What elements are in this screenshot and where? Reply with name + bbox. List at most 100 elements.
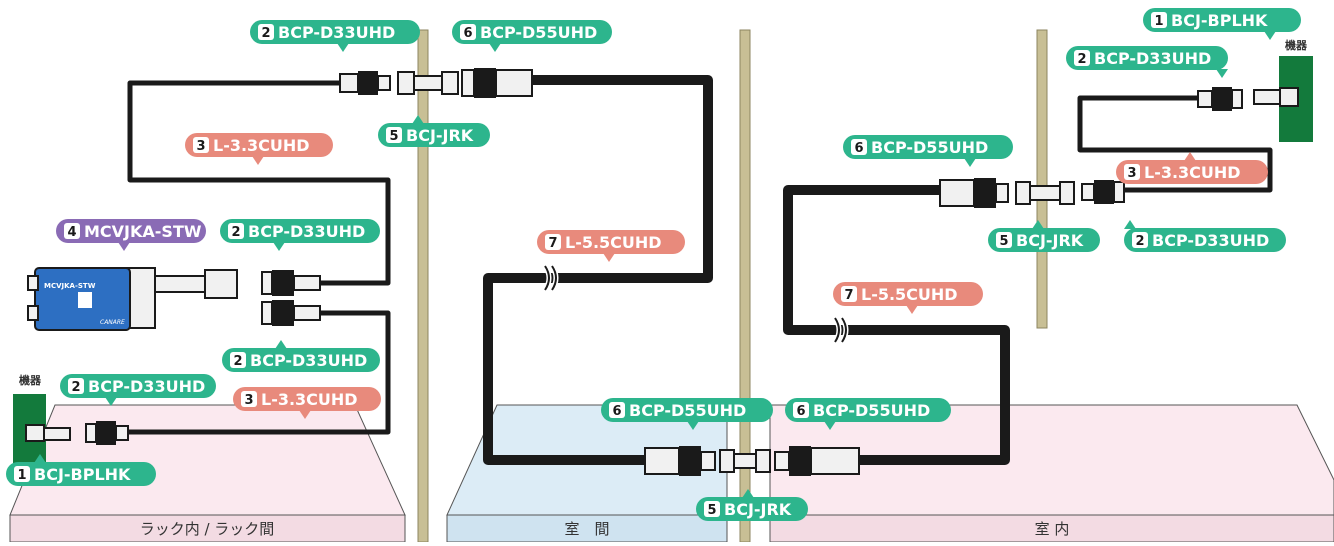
connector-right-d33-top bbox=[1197, 87, 1243, 111]
wall-inside bbox=[1036, 29, 1048, 329]
label-pointer bbox=[489, 43, 501, 52]
label-pill bbox=[185, 133, 333, 157]
label-number: 6 bbox=[463, 26, 472, 41]
label-number-badge bbox=[258, 24, 274, 40]
label-part-name: BCP-D33UHD bbox=[88, 377, 205, 396]
label-pill bbox=[1124, 228, 1286, 252]
label-left-l33-top: 3 L-3.3CUHD bbox=[185, 133, 333, 165]
label-part-name: BCP-D33UHD bbox=[1094, 49, 1211, 68]
label-part-name: L-5.5CUHD bbox=[861, 285, 958, 304]
label-left-l33-low: 3 L-3.3CUHD bbox=[233, 387, 381, 419]
converter-bnc-left-top bbox=[27, 275, 39, 291]
label-part-name: L-3.3CUHD bbox=[213, 136, 310, 155]
label-pointer bbox=[299, 410, 311, 419]
label-number: 5 bbox=[389, 129, 398, 144]
label-number: 3 bbox=[244, 393, 253, 408]
label-pointer bbox=[273, 242, 285, 251]
label-pill bbox=[1116, 160, 1268, 184]
label-pointer bbox=[252, 156, 264, 165]
label-number: 3 bbox=[196, 139, 205, 154]
zone-rack-box bbox=[9, 514, 406, 543]
label-number: 2 bbox=[1135, 234, 1144, 249]
label-number-badge bbox=[1132, 232, 1148, 248]
label-pill bbox=[843, 135, 1013, 159]
label-pointer bbox=[906, 305, 918, 314]
label-part-name: BCP-D55UHD bbox=[629, 401, 746, 420]
connector-top-d55 bbox=[461, 68, 533, 98]
label-pointer bbox=[964, 158, 976, 167]
break-mark-mid-line bbox=[544, 265, 557, 291]
label-part-name: BCJ-JRK bbox=[406, 126, 474, 145]
label-pill bbox=[601, 398, 773, 422]
label-part-name: BCJ-JRK bbox=[724, 500, 792, 519]
connector-bot-d55-left bbox=[644, 446, 716, 476]
cable-l55-mid bbox=[483, 75, 713, 465]
label-number-badge bbox=[228, 223, 244, 239]
label-number-badge bbox=[460, 24, 476, 40]
label-pill bbox=[452, 20, 612, 44]
converter-bnc-left-bot bbox=[27, 305, 39, 321]
label-part-name: BCP-D33UHD bbox=[278, 23, 395, 42]
label-pill bbox=[537, 230, 685, 254]
label-pointer bbox=[687, 421, 699, 430]
label-number: 4 bbox=[67, 225, 76, 240]
label-number: 1 bbox=[17, 468, 26, 483]
label-pointer bbox=[34, 454, 46, 463]
label-pointer bbox=[1032, 220, 1044, 229]
label-pill bbox=[222, 348, 380, 372]
label-right-d33-low: 2 BCP-D33UHD bbox=[1124, 220, 1286, 252]
connector-right-jrk bbox=[1015, 181, 1075, 205]
label-number: 2 bbox=[233, 354, 242, 369]
converter-brand: CANARE bbox=[100, 319, 125, 326]
label-number: 6 bbox=[612, 404, 621, 419]
label-number: 6 bbox=[854, 141, 863, 156]
label-pointer bbox=[1184, 152, 1196, 161]
connector-right-d55 bbox=[939, 178, 1009, 208]
device-left-label: 機器 bbox=[19, 373, 42, 387]
label-pill bbox=[1066, 46, 1228, 70]
label-bot-jrk: 5 BCJ-JRK bbox=[696, 489, 808, 521]
connector-left-d33-low bbox=[261, 300, 321, 326]
connector-left-d33-mid bbox=[261, 270, 321, 296]
connector-top-jrk bbox=[397, 71, 459, 95]
label-number-badge bbox=[793, 402, 809, 418]
label-pill bbox=[1143, 8, 1301, 32]
converter-window bbox=[78, 292, 92, 308]
converter-connector-end bbox=[204, 269, 238, 299]
label-part-name: L-3.3CUHD bbox=[261, 390, 358, 409]
label-pill bbox=[60, 374, 216, 398]
label-pill bbox=[56, 219, 206, 243]
connector-bot-d55-right bbox=[774, 446, 860, 476]
cables bbox=[122, 75, 1273, 465]
label-pill bbox=[988, 228, 1100, 252]
label-part-name: BCP-D33UHD bbox=[1152, 231, 1269, 250]
label-part-name: BCJ-BPLHK bbox=[1171, 11, 1268, 30]
label-pill bbox=[6, 462, 156, 486]
label-number-badge bbox=[68, 378, 84, 394]
cable-break-marks bbox=[542, 264, 849, 344]
label-number: 7 bbox=[548, 236, 557, 251]
label-number: 6 bbox=[796, 404, 805, 419]
label-number-badge bbox=[386, 127, 402, 143]
converter-model: MCVJKA-STW bbox=[44, 282, 96, 290]
label-pointer bbox=[1216, 69, 1228, 78]
device-left: 機器 bbox=[13, 373, 71, 464]
label-part-name: L-3.3CUHD bbox=[1144, 163, 1241, 182]
label-number: 5 bbox=[707, 503, 716, 518]
zone-rack-floor bbox=[9, 404, 406, 516]
label-number: 2 bbox=[71, 380, 80, 395]
label-part-name: BCP-D33UHD bbox=[248, 222, 365, 241]
device-right: 機器 bbox=[1253, 38, 1313, 142]
cable-l55-right-top bbox=[783, 185, 1010, 465]
label-number: 2 bbox=[1077, 52, 1086, 67]
label-pointer bbox=[412, 115, 424, 124]
label-number-badge bbox=[609, 402, 625, 418]
label-bot-d55-left: 6 BCP-D55UHD bbox=[601, 398, 773, 430]
